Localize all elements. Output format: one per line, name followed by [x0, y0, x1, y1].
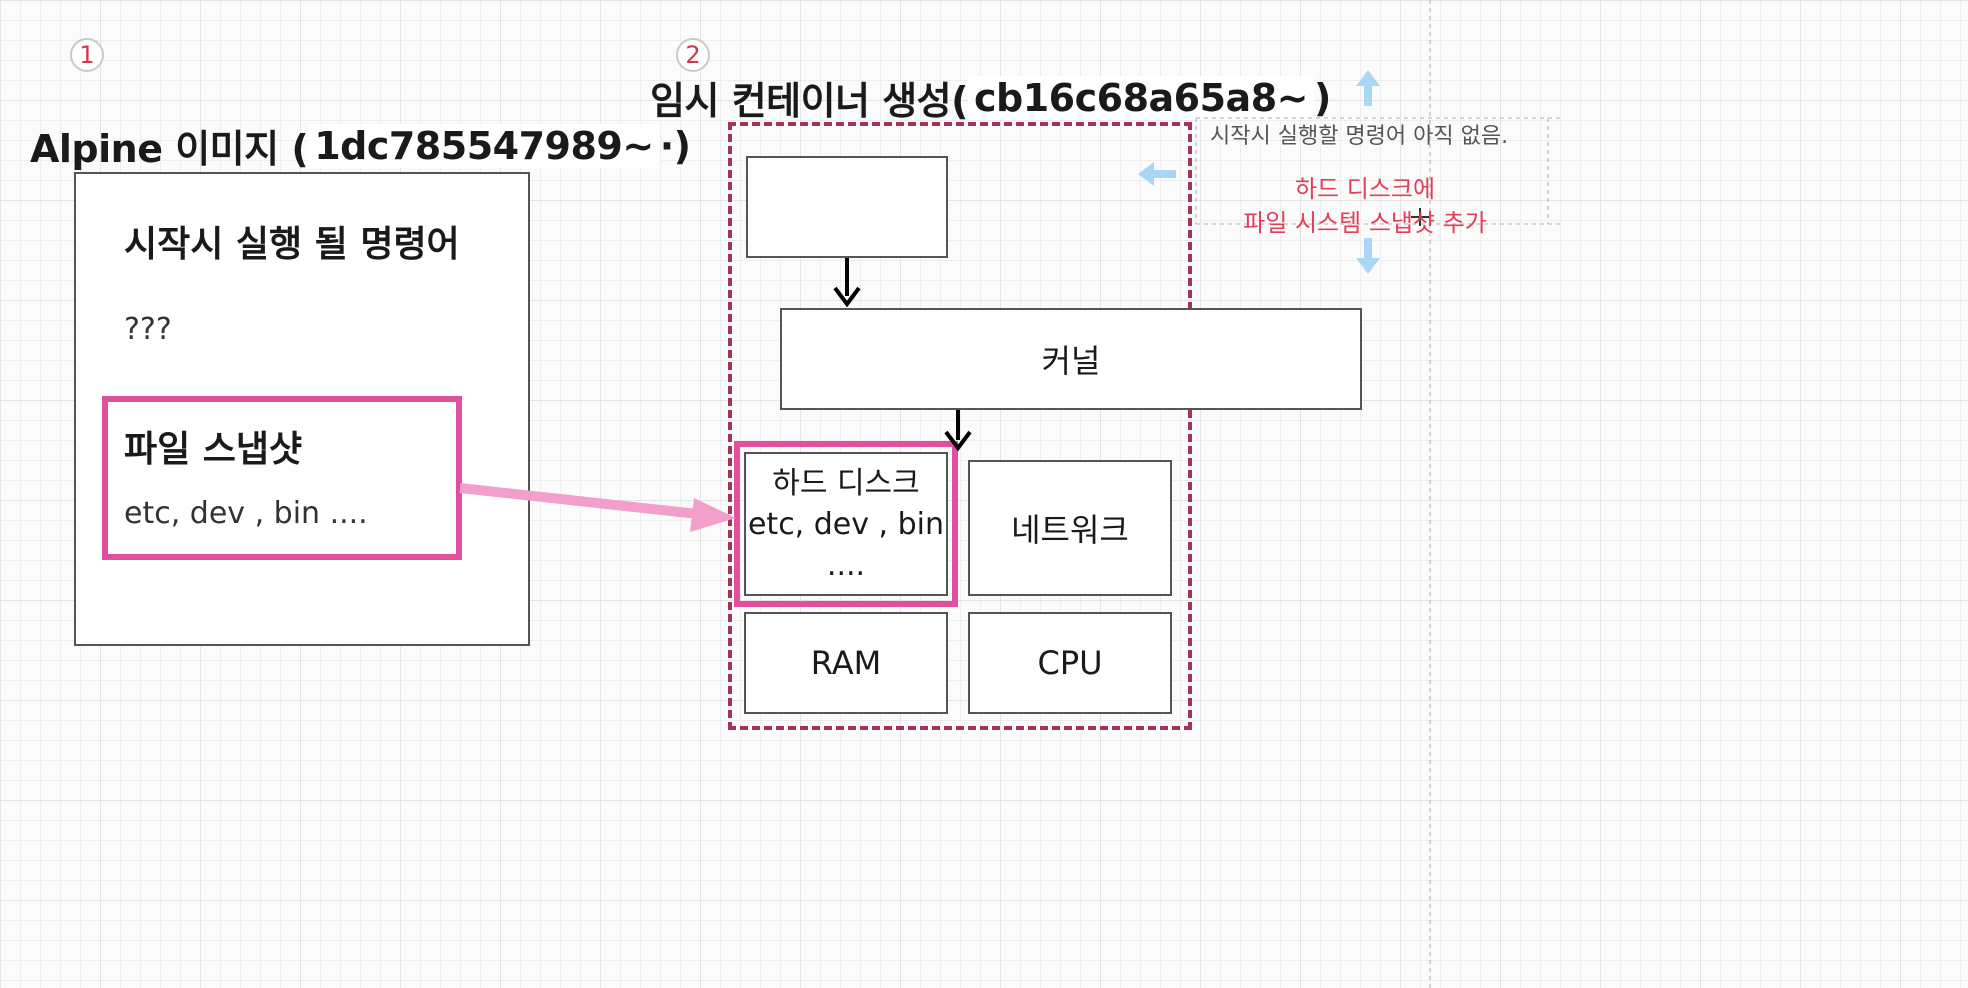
cpu-label: CPU: [1037, 644, 1103, 682]
kernel-label: 커널: [1041, 342, 1101, 380]
start-command-slot[interactable]: [746, 156, 948, 258]
image-title: Alpine 이미지 ( 1dc785547989~ ·): [30, 118, 691, 173]
image-id: 1dc785547989~: [308, 123, 660, 168]
cpu-box[interactable]: CPU: [968, 612, 1172, 714]
network-box[interactable]: 네트워크: [968, 460, 1172, 596]
container-title-prefix: 임시 컨테이너 생성(: [650, 79, 969, 123]
container-id: cb16c68a65a8~: [968, 75, 1314, 120]
step-1-badge: 1: [70, 38, 104, 72]
snapshot-note: 하드 디스크에 파일 시스템 스냅샷 추가: [1240, 172, 1490, 240]
no-command-note: 시작시 실행할 명령어 아직 없음.: [1210, 124, 1509, 149]
hard-disk-ellipsis: ....: [826, 547, 866, 583]
hard-disk-box[interactable]: 하드 디스크 etc, dev , bin ....: [744, 452, 948, 596]
file-snapshot-files: etc, dev , bin ....: [124, 496, 368, 531]
snapshot-note-line1: 하드 디스크에: [1294, 175, 1436, 203]
step-2-badge: 2: [676, 38, 710, 72]
network-label: 네트워크: [1011, 511, 1129, 549]
container-title: 임시 컨테이너 생성( cb16c68a65a8~ ): [650, 70, 1331, 125]
hard-disk-highlight: [734, 441, 958, 607]
hard-disk-label: 하드 디스크: [772, 465, 920, 501]
container-title-suffix: ): [1313, 75, 1331, 120]
start-command-heading: 시작시 실행 될 명령어: [124, 224, 460, 265]
image-box[interactable]: [74, 172, 530, 646]
container-dashed-box[interactable]: [728, 122, 1192, 730]
ram-label: RAM: [810, 644, 882, 682]
hard-disk-files: etc, dev , bin: [747, 506, 945, 542]
file-snapshot-heading: 파일 스냅샷: [124, 429, 303, 470]
start-command-value: ???: [124, 312, 172, 347]
file-snapshot-box[interactable]: [102, 396, 462, 560]
snapshot-note-line2: 파일 시스템 스냅샷 추가: [1243, 209, 1487, 237]
kernel-box[interactable]: 커널: [780, 308, 1362, 410]
image-title-suffix: ·): [659, 123, 691, 168]
ram-box[interactable]: RAM: [744, 612, 948, 714]
image-title-prefix: Alpine 이미지 (: [30, 127, 309, 171]
